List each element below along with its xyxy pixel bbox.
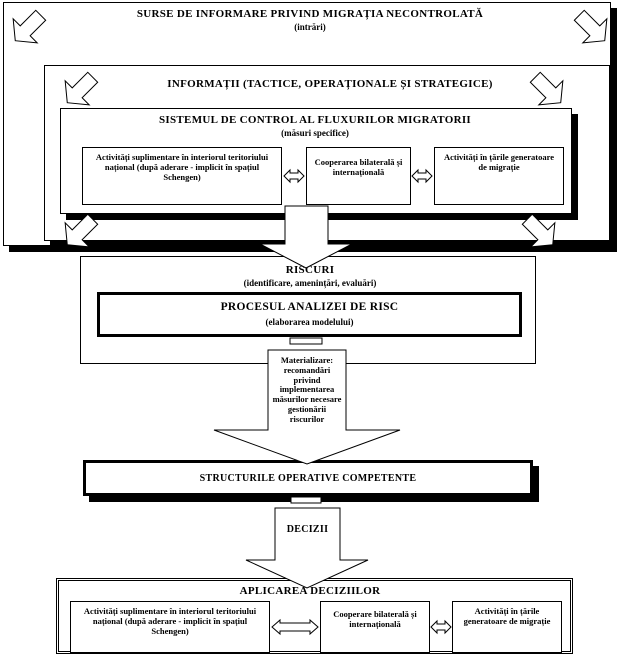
apply-title: APLICAREA DECIZIILOR [239, 585, 381, 597]
down-arrow-icon [245, 507, 369, 589]
sources-subtitle: (intrări) [294, 22, 326, 32]
decisions-title: DECIZII [286, 524, 329, 535]
double-arrow-icon [283, 168, 305, 184]
control-subtitle: (măsuri specifice) [281, 128, 349, 138]
double-arrow-icon [430, 619, 452, 635]
bottom-box-origin: Activități în țările generatoare de migr… [452, 601, 562, 653]
bottom-box-cooperation-text: Cooperare bilaterală și internațională [333, 609, 417, 629]
control-title: SISTEMUL DE CONTROL AL FLUXURILOR MIGRAT… [159, 114, 471, 126]
bottom-box-origin-text: Activități în țările generatoare de migr… [463, 606, 551, 626]
top-box-origin: Activități în țările generatoare de migr… [434, 147, 564, 205]
materialize-text: Materializare: recomandări privind imple… [272, 355, 342, 424]
sources-title: SURSE DE INFORMARE PRIVIND MIGRAȚIA NECO… [136, 8, 484, 20]
risks-title: RISCURI [285, 264, 335, 276]
bottom-box-domestic-text: Activități suplimentare în interiorul te… [83, 606, 257, 636]
analysis-box: PROCESUL ANALIZEI DE RISC (elaborarea mo… [97, 292, 522, 337]
top-box-cooperation: Cooperarea bilaterală și internațională [306, 147, 411, 205]
risks-subtitle: (identificare, amenințări, evaluări) [243, 278, 377, 288]
top-box-origin-text: Activități în țările generatoare de migr… [443, 152, 555, 172]
down-arrow-icon [259, 205, 353, 269]
diagonal-arrow-icon [64, 213, 99, 248]
top-box-domestic: Activități suplimentare în interiorul te… [82, 147, 282, 205]
info-title: INFORMAȚII (TACTICE, OPERAȚIONALE ȘI STR… [167, 78, 493, 90]
analysis-subtitle: (elaborarea modelului) [265, 317, 354, 327]
double-arrow-icon [411, 168, 433, 184]
structures-title: STRUCTURILE OPERATIVE COMPETENTE [199, 473, 417, 484]
diagonal-arrow-icon [64, 71, 99, 106]
diagonal-arrow-icon [573, 9, 608, 44]
top-box-cooperation-text: Cooperarea bilaterală și internațională [314, 157, 403, 177]
analysis-title: PROCESUL ANALIZEI DE RISC [220, 301, 399, 313]
diagonal-arrow-icon [529, 71, 564, 106]
double-arrow-icon [271, 618, 319, 636]
structures-bar: STRUCTURILE OPERATIVE COMPETENTE [83, 460, 533, 496]
diagonal-arrow-icon [12, 9, 47, 44]
diagonal-arrow-icon [521, 213, 556, 248]
down-arrow-icon [213, 349, 401, 465]
bottom-box-cooperation: Cooperare bilaterală și internațională [320, 601, 430, 653]
top-box-domestic-text: Activități suplimentare în interiorul te… [95, 152, 269, 182]
